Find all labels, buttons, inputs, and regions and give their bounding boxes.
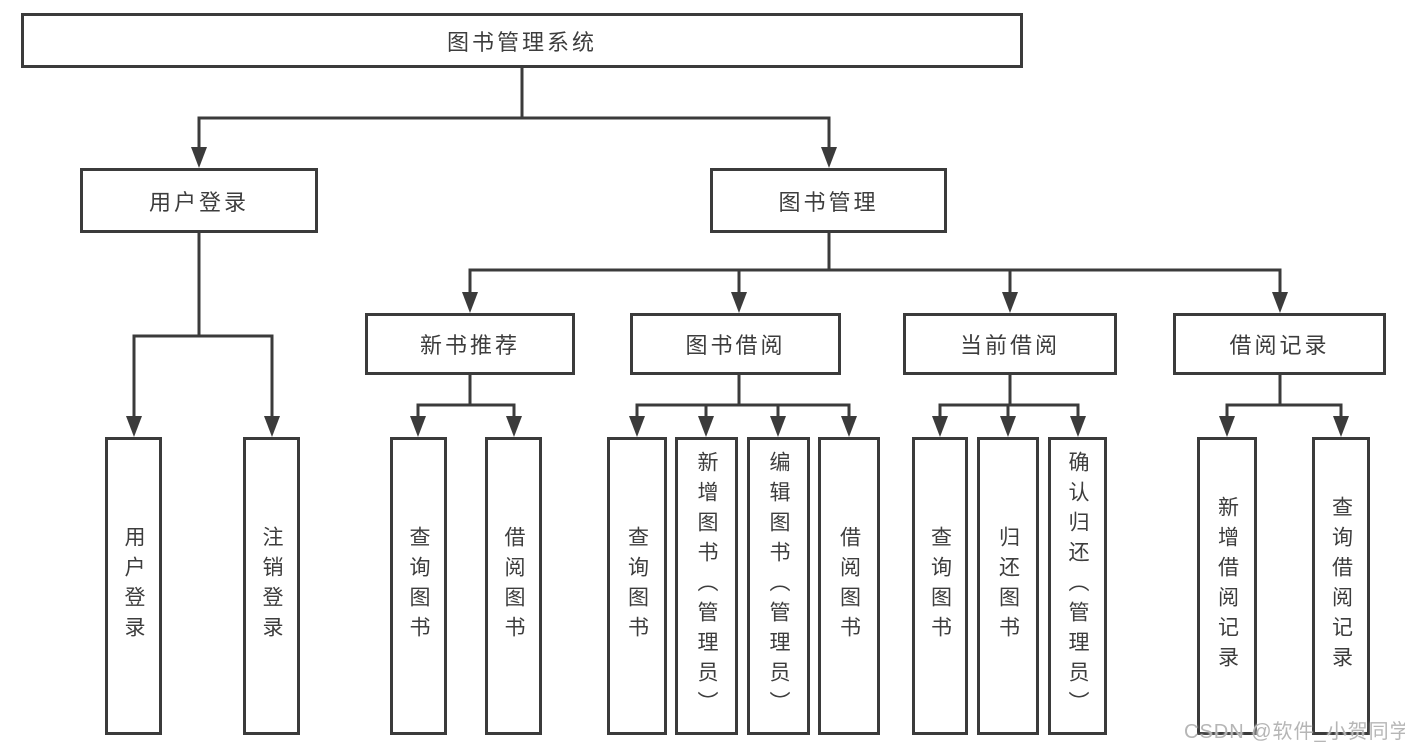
node-root-library-system: 图书管理系统: [21, 13, 1023, 68]
leaf-user-login: 用户登录: [105, 437, 162, 735]
leaf-query-borrow-record: 查询借阅记录: [1312, 437, 1370, 735]
leaf-logout: 注销登录: [243, 437, 300, 735]
connector-book-borrow-to-leaves: [629, 375, 857, 437]
leaf-borrow-books-recommend: 借阅图书: [485, 437, 542, 735]
connector-borrow-records-to-leaves: [1219, 375, 1349, 437]
connector-new-books-to-leaves: [410, 375, 522, 437]
leaf-query-books-borrow: 查询图书: [607, 437, 667, 735]
node-new-book-recommend: 新书推荐: [365, 313, 575, 375]
connector-user-login-to-leaves: [126, 233, 280, 437]
leaf-add-borrow-record: 新增借阅记录: [1197, 437, 1257, 735]
connector-root-to-level2: [191, 68, 837, 168]
connector-book-mgmt-to-level3: [462, 233, 1288, 313]
node-user-login: 用户登录: [80, 168, 318, 233]
node-borrowing-records: 借阅记录: [1173, 313, 1386, 375]
leaf-query-books-recommend: 查询图书: [390, 437, 447, 735]
leaf-edit-books-admin: 编辑图书（管理员）: [747, 437, 810, 735]
leaf-borrow-books: 借阅图书: [818, 437, 880, 735]
node-book-management: 图书管理: [710, 168, 947, 233]
leaf-add-books-admin: 新增图书（管理员）: [675, 437, 738, 735]
leaf-confirm-return-admin: 确认归还（管理员）: [1048, 437, 1107, 735]
leaf-query-books-current: 查询图书: [912, 437, 968, 735]
node-book-borrowing: 图书借阅: [630, 313, 841, 375]
connector-current-borrow-to-leaves: [932, 375, 1086, 437]
leaf-return-books: 归还图书: [977, 437, 1039, 735]
csdn-watermark: CSDN @软件_小贺同学: [1184, 721, 1405, 743]
node-current-borrowing: 当前借阅: [903, 313, 1117, 375]
